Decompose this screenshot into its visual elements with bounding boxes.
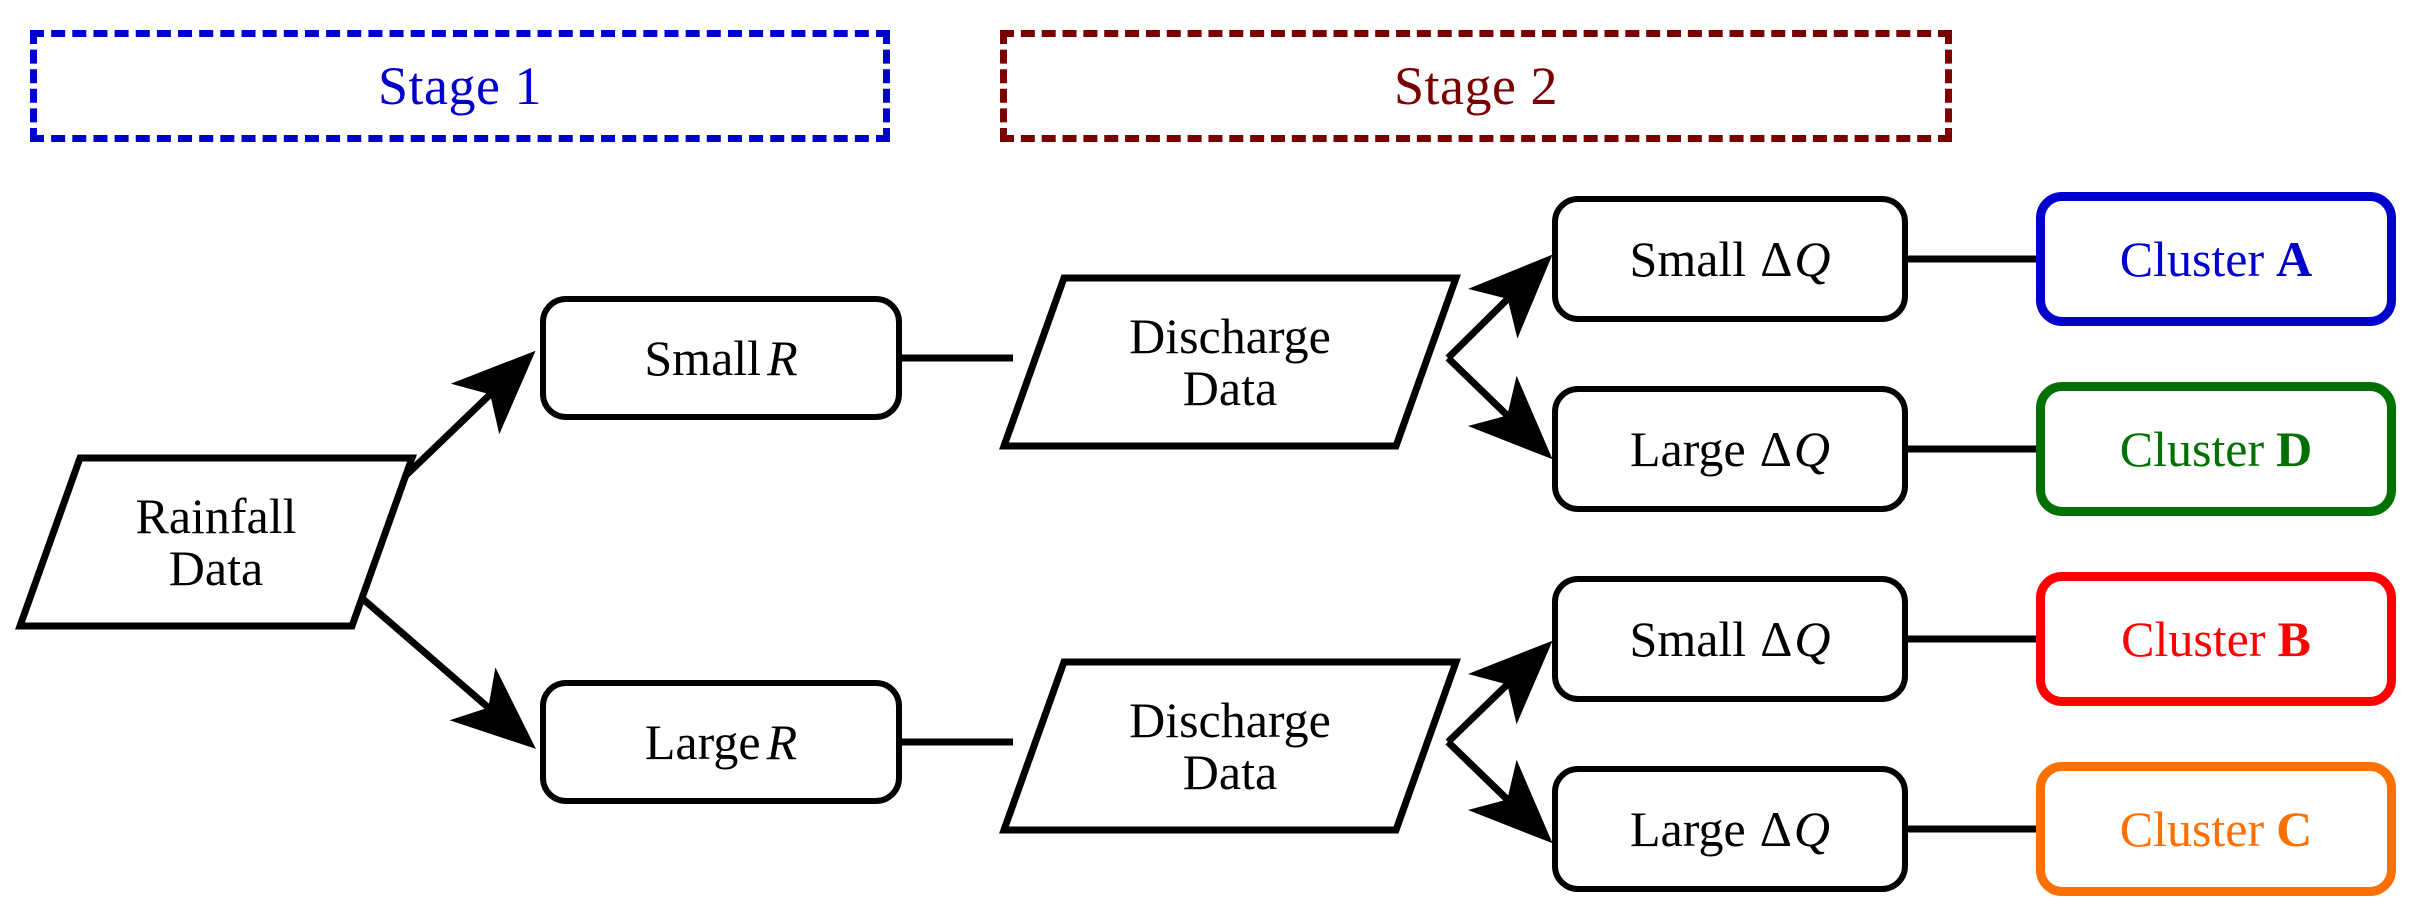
small-r-symbol: R [767,330,798,386]
small-delta-q-2-symbol: Q [1794,611,1831,667]
small-delta-q-node-1: Small Δ Q [1552,196,1908,322]
cluster-b-node: Cluster B [2036,572,2396,706]
cluster-d-name: Cluster [2119,421,2265,477]
small-delta-q-1-symbol: Q [1794,231,1831,287]
cluster-d-letter: D [2276,421,2313,477]
small-delta-q-1-delta: Δ [1760,231,1793,287]
stage-1-box: Stage 1 [30,30,890,142]
large-delta-q-1-delta: Δ [1759,421,1792,477]
large-delta-q-node-1: Large Δ Q [1552,386,1908,512]
cluster-c-letter: C [2276,801,2313,857]
edge-discharge-top-to-small-dq [1445,254,1553,361]
stage-1-label: Stage 1 [378,56,542,116]
small-delta-q-node-2: Small Δ Q [1552,576,1908,702]
small-delta-q-2-prefix: Small [1629,611,1747,667]
cluster-b-letter: B [2277,611,2311,667]
edge-discharge-bottom-to-small-dq [1445,640,1553,745]
large-delta-q-2-symbol: Q [1793,801,1830,857]
rainfall-data-node: Rainfall Data [15,452,417,632]
large-delta-q-2-delta: Δ [1759,801,1792,857]
edge-discharge-top-to-large-dq [1445,355,1553,460]
stage-2-label: Stage 2 [1394,56,1558,116]
large-r-prefix: Large [644,714,761,770]
large-delta-q-1-symbol: Q [1793,421,1830,477]
small-r-prefix: Small [644,330,762,386]
large-delta-q-2-prefix: Large [1630,801,1746,857]
cluster-c-node: Cluster C [2036,762,2396,896]
large-delta-q-node-2: Large Δ Q [1552,766,1908,892]
cluster-a-name: Cluster [2119,231,2265,287]
cluster-c-name: Cluster [2119,801,2265,857]
discharge-data-top-node: Discharge Data [999,272,1461,452]
cluster-d-node: Cluster D [2036,382,2396,516]
small-delta-q-2-delta: Δ [1760,611,1793,667]
large-delta-q-1-prefix: Large [1630,421,1746,477]
cluster-b-name: Cluster [2121,611,2266,667]
small-delta-q-1-prefix: Small [1629,231,1747,287]
stage-2-box: Stage 2 [1000,30,1952,142]
large-r-symbol: R [766,714,798,770]
cluster-a-node: Cluster A [2036,192,2396,326]
edge-discharge-bottom-to-large-dq-head [1445,739,1553,844]
discharge-data-bottom-node: Discharge Data [999,656,1461,836]
cluster-a-letter: A [2276,231,2313,287]
small-r-node: Small R [540,296,902,420]
large-r-node: Large R [540,680,902,804]
